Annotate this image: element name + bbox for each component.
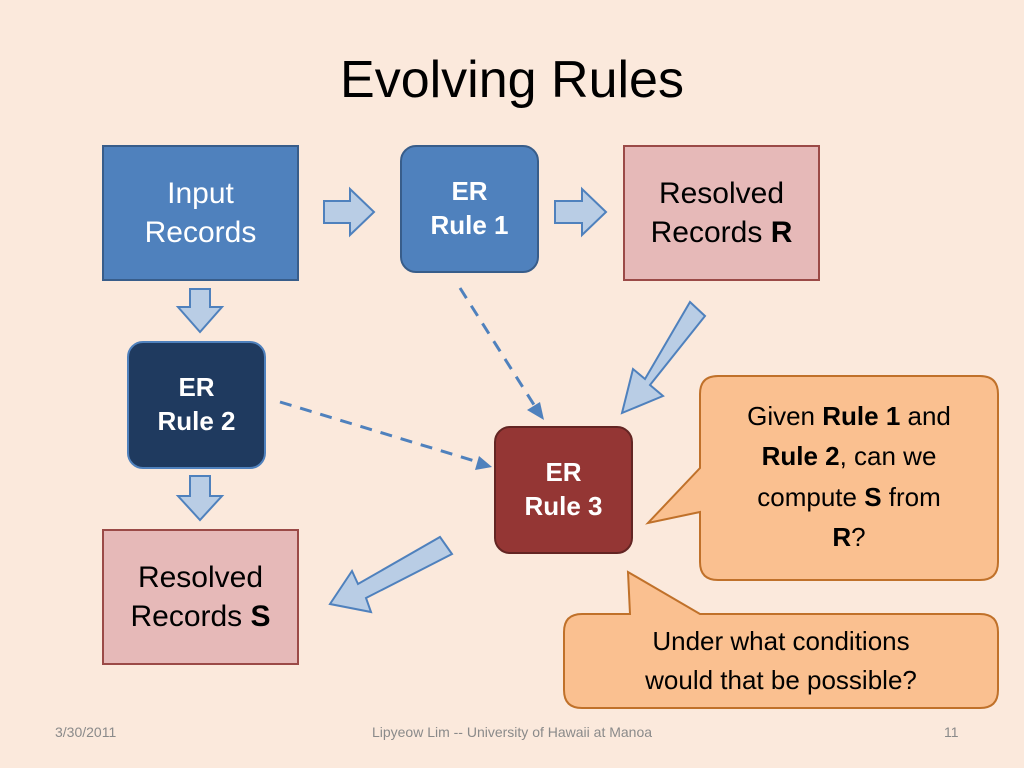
callout-question-line1: Given Rule 1 and [704,396,994,436]
cq-p4: compute [757,481,865,512]
arrow-rule1-to-resolved-r [554,186,608,238]
arrow-rule3-to-resolved-s [328,535,454,614]
er-rule-2-box: ER Rule 2 [127,341,266,469]
resolved-s-line2: Records S [130,597,270,636]
dashed-arrow-rule2-to-rule3 [279,400,479,464]
er-rule-3-box: ER Rule 3 [494,426,633,554]
resolved-r-line2: Records R [651,213,793,252]
cq-b4: R [832,521,852,552]
callout-conditions-bubble [563,570,999,709]
arrow-rule2-to-resolved-s [175,475,225,522]
resolved-r-prefix: Records [650,216,771,249]
arrow-resolved-r-to-rule3 [620,300,707,415]
er-rule-2-line1: ER [178,372,215,403]
arrow-input-to-rule1 [323,186,376,238]
resolved-s-bold: S [250,600,271,633]
callout-question-text: Given Rule 1 and Rule 2, can we compute … [704,396,994,557]
callout-conditions-line2: would that be possible? [645,665,917,695]
cq-p5: from [881,481,941,512]
cq-p2: and [900,401,951,431]
callout-question-line3: compute S from [704,477,994,517]
callout-conditions-line1: Under what conditions [652,626,910,656]
er-rule-3-line2: Rule 3 [524,491,603,521]
cq-b3: S [864,481,882,512]
cq-b1: Rule 1 [822,401,901,431]
footer-page-number: 11 [944,724,959,740]
dashed-arrow-rule1-to-rule3 [458,287,538,409]
cq-p6: ? [851,521,866,552]
cq-p1: Given [747,401,823,431]
callout-conditions-text: Under what conditions would that be poss… [566,622,996,700]
resolved-s-line1: Resolved [137,561,264,594]
input-records-line1: Input [167,177,234,210]
slide-title: Evolving Rules [340,51,684,109]
er-rule-3-line1: ER [545,457,582,488]
callout-question-line2: Rule 2, can we [704,436,994,476]
cq-p3: , can we [839,441,937,472]
footer-author: Lipyeow Lim -- University of Hawaii at M… [371,724,653,740]
input-records-box: Input Records [102,145,299,281]
arrow-input-to-rule2 [175,288,225,334]
resolved-r-line1: Resolved [658,177,785,210]
resolved-s-prefix: Records [130,600,251,633]
resolved-records-r-box: Resolved Records R [623,145,820,281]
er-rule-1-box: ER Rule 1 [400,145,539,273]
resolved-r-bold: R [770,216,793,249]
er-rule-2-line2: Rule 2 [157,406,236,436]
input-records-line2: Records [144,216,257,249]
footer-date: 3/30/2011 [55,724,117,740]
callout-question-line4: R? [704,517,994,557]
callout-question-bubble [645,375,999,581]
resolved-records-s-box: Resolved Records S [102,529,299,665]
er-rule-1-line1: ER [451,176,488,207]
cq-b2: Rule 2 [761,441,840,472]
er-rule-1-line2: Rule 1 [430,210,509,240]
